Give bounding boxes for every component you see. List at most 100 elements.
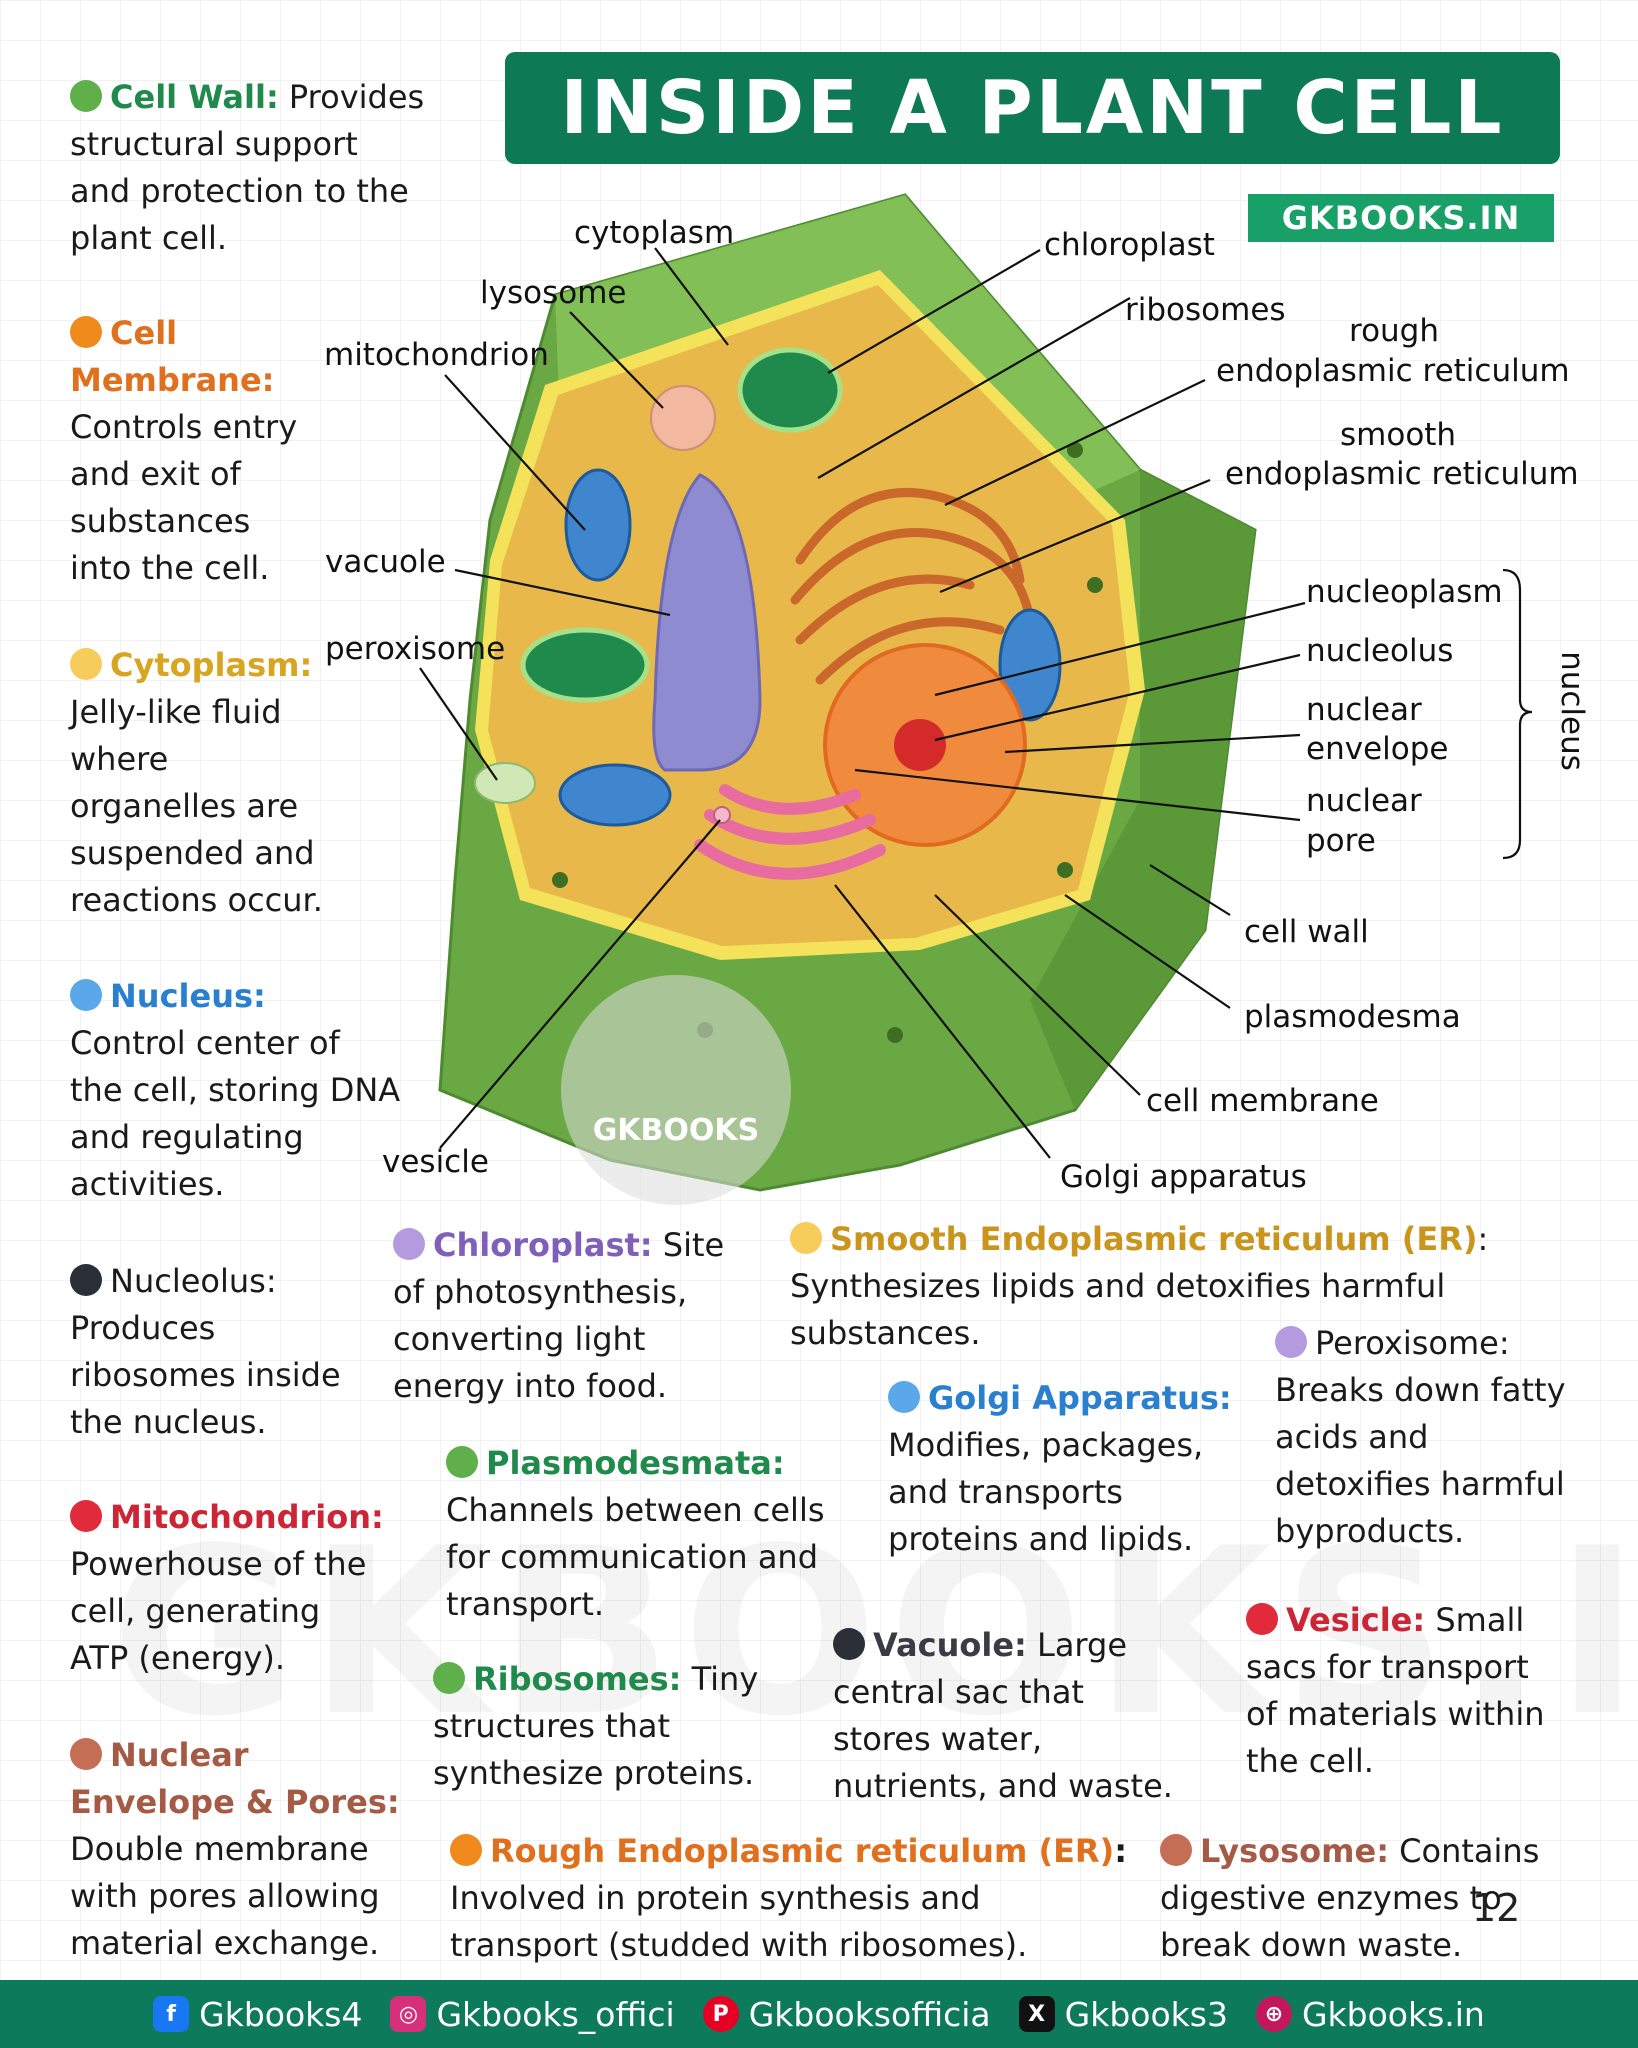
x-icon: X — [1018, 1996, 1055, 2032]
gkbooks-logo-text: GKBOOKS — [593, 1113, 760, 1148]
bullet-dot — [446, 1446, 478, 1478]
social-website[interactable]: ⊕ Gkbooks.in — [1255, 1995, 1485, 2034]
label-vesicle: vesicle — [382, 1144, 489, 1180]
bullet-dot — [888, 1381, 920, 1413]
facebook-icon: f — [153, 1996, 190, 2032]
pinterest-icon: P — [702, 1996, 739, 2032]
def-text: the nucleus. — [70, 1403, 267, 1441]
def-text: Site — [652, 1226, 725, 1264]
def-text: Provides — [288, 78, 425, 116]
def-text: break down waste. — [1160, 1926, 1463, 1964]
def-text: Large — [1026, 1626, 1128, 1664]
social-instagram[interactable]: ◎ Gkbooks_offici — [390, 1995, 675, 2034]
label-rough-er-1: rough — [1349, 313, 1440, 349]
def-heading: Cytoplasm: — [110, 646, 313, 684]
bullet-dot — [450, 1834, 482, 1866]
social-x[interactable]: X Gkbooks3 — [1018, 1994, 1228, 2034]
def-cell-wall: Cell Wall: Provides structural support a… — [70, 74, 450, 262]
def-text: Powerhouse of the — [70, 1545, 367, 1583]
def-text: cell, generating — [70, 1592, 321, 1630]
def-text: organelles are — [70, 787, 299, 825]
def-text: ribosomes inside — [70, 1356, 341, 1394]
label-nuclear-pore-2: pore — [1306, 823, 1376, 859]
social-facebook[interactable]: f Gkbooks4 — [153, 1995, 362, 2034]
lysosome-shape — [650, 385, 716, 451]
bullet-dot — [70, 979, 102, 1011]
bullet-dot — [1246, 1603, 1278, 1635]
def-heading: Lysosome: — [1200, 1832, 1389, 1870]
def-text: Control center of — [70, 1024, 340, 1062]
social-handle: Gkbooksofficia — [748, 1994, 991, 2034]
label-plasmodesma: plasmodesma — [1244, 999, 1461, 1035]
label-nuclear-envelope-1: nuclear — [1306, 692, 1422, 728]
def-text: plant cell. — [70, 219, 228, 257]
label-nucleus-bracket: nucleus — [1553, 651, 1590, 771]
def-text: of materials within — [1246, 1695, 1545, 1733]
bullet-dot — [70, 80, 102, 112]
def-text: and exit of — [70, 455, 241, 493]
label-cell-wall: cell wall — [1244, 914, 1369, 950]
def-heading: Chloroplast: — [433, 1226, 653, 1264]
peroxisome-shape — [474, 762, 536, 804]
bullet-dot — [790, 1222, 822, 1254]
label-cytoplasm: cytoplasm — [574, 215, 735, 251]
def-text: material exchange. — [70, 1924, 380, 1962]
label-chloroplast: chloroplast — [1044, 227, 1215, 263]
page-title: INSIDE A PLANT CELL — [505, 52, 1560, 164]
globe-icon: ⊕ — [1255, 1996, 1292, 2032]
label-nucleolus: nucleolus — [1306, 633, 1454, 669]
leader-lines — [419, 247, 1533, 1159]
def-text: Breaks down fatty — [1275, 1371, 1566, 1409]
bullet-dot — [393, 1228, 425, 1260]
def-text: substances. — [790, 1314, 981, 1352]
def-text: detoxifies harmful — [1275, 1465, 1565, 1503]
label-lysosome: lysosome — [480, 275, 627, 311]
label-rough-er-2: endoplasmic reticulum — [1216, 353, 1570, 389]
def-text: acids and — [1275, 1418, 1429, 1456]
bullet-dot — [70, 1500, 102, 1532]
def-text: digestive enzymes to — [1160, 1879, 1502, 1917]
def-text: Double membrane — [70, 1830, 369, 1868]
brand-badge[interactable]: GKBOOKS.IN — [1248, 194, 1554, 242]
def-text: and protection to the — [70, 172, 409, 210]
def-text: structural support — [70, 125, 358, 163]
def-nucleolus: Nucleolus: Produces ribosomes inside the… — [70, 1258, 390, 1446]
def-heading: Smooth Endoplasmic reticulum (ER) — [830, 1220, 1478, 1258]
def-smooth-er: Smooth Endoplasmic reticulum (ER): Synth… — [790, 1216, 1570, 1357]
def-heading: Ribosomes: — [473, 1660, 682, 1698]
mitochondrion-shape-2 — [558, 763, 672, 827]
def-ribosomes: Ribosomes: Tiny structures that synthesi… — [433, 1656, 813, 1797]
def-heading: Membrane: — [70, 361, 275, 399]
def-text: and transports — [888, 1473, 1123, 1511]
def-text: with pores allowing — [70, 1877, 380, 1915]
social-handle: Gkbooks3 — [1064, 1994, 1228, 2034]
def-text: transport. — [446, 1585, 605, 1623]
def-text: and regulating — [70, 1118, 304, 1156]
def-text: stores water, — [833, 1720, 1043, 1758]
def-heading: Peroxisome: — [1315, 1324, 1510, 1362]
def-text: Synthesizes lipids and detoxifies harmfu… — [790, 1267, 1446, 1305]
bullet-dot — [70, 1264, 102, 1296]
def-rough-er: Rough Endoplasmic reticulum (ER): Involv… — [450, 1828, 1140, 1969]
def-heading: Cell Wall: — [110, 78, 279, 116]
def-text: synthesize proteins. — [433, 1754, 755, 1792]
bullet-dot — [70, 648, 102, 680]
def-text: converting light — [393, 1320, 646, 1358]
def-heading: Cell — [110, 314, 178, 352]
def-text: Contains — [1388, 1832, 1540, 1870]
bullet-dot — [70, 1738, 102, 1770]
social-pinterest[interactable]: P Gkbooksofficia — [702, 1994, 991, 2034]
def-text: Tiny — [681, 1660, 759, 1698]
def-golgi: Golgi Apparatus: Modifies, packages, and… — [888, 1375, 1268, 1563]
instagram-icon: ◎ — [390, 1996, 427, 2032]
rough-er-shape — [790, 488, 1035, 685]
label-peroxisome: peroxisome — [325, 631, 506, 667]
social-handle: Gkbooks4 — [199, 1994, 363, 2034]
bullet-dot — [833, 1628, 865, 1660]
def-heading: Envelope & Pores: — [70, 1783, 400, 1821]
def-text: Involved in protein synthesis and — [450, 1879, 981, 1917]
def-heading: Nucleus: — [110, 977, 266, 1015]
def-text: substances — [70, 502, 251, 540]
def-text: Produces — [70, 1309, 216, 1347]
